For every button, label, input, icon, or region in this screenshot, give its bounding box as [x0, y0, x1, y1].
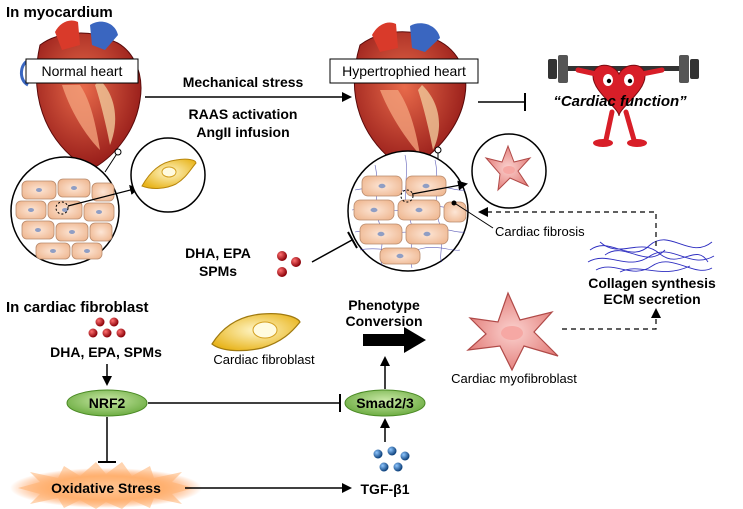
- myofibroblast-to-collagen-arrow: [562, 308, 661, 330]
- normal-heart-label: Normal heart: [42, 63, 123, 79]
- hypertrophied-heart-label: Hypertrophied heart: [342, 63, 466, 79]
- collagen-fibers-icon: [587, 239, 715, 273]
- normal-zoom-dot: [114, 148, 122, 156]
- omega3-bottom-droplets: [88, 317, 126, 338]
- phenotype-conversion-arrow: [363, 327, 426, 353]
- inhibit-fibrosis-line: [311, 239, 353, 263]
- smad-node: [344, 389, 426, 417]
- fibrotic-tissue-circle: [347, 150, 469, 272]
- fibrosis-pointer: [455, 203, 494, 229]
- cardiac-function-label: “Cardiac function”: [553, 93, 687, 110]
- inhibit-fibrosis-bar: [347, 231, 358, 249]
- nrf2-node: [66, 389, 148, 417]
- normal-heart-label-box: [25, 58, 139, 84]
- collagen-line-1: Collagen synthesis: [588, 275, 716, 291]
- normal-tissue-circle: [10, 156, 120, 266]
- phenotype-line-1: Phenotype: [348, 297, 420, 313]
- omega3-top-droplets: [277, 251, 301, 277]
- fibrosis-pointer-dot: [451, 200, 457, 206]
- tgf-label: TGF-β1: [361, 481, 410, 497]
- weightlifting-heart-icon: [548, 55, 699, 147]
- cardiac-fibroblast-cell: [211, 313, 301, 352]
- section-title-fibroblast: In cardiac fibroblast: [6, 299, 149, 316]
- hypertrophied-zoom-dot: [434, 146, 442, 154]
- nrf2-label: NRF2: [89, 395, 126, 411]
- stimuli-line-2: RAAS activation: [189, 106, 298, 122]
- fibrotic-cell-arrow: [411, 180, 468, 195]
- section-title-myocardium: In myocardium: [6, 4, 113, 21]
- cardiac-myofibroblast-label: Cardiac myofibroblast: [451, 371, 577, 386]
- cardiac-fibroblast-label: Cardiac fibroblast: [213, 352, 315, 367]
- normal-heart-illustration: [20, 20, 142, 171]
- tgf-droplets: [373, 446, 410, 472]
- myofibroblast-zoom-circle: [471, 133, 547, 209]
- stimuli-line-1: Mechanical stress: [183, 74, 304, 90]
- fibroblast-zoom-circle: [130, 137, 206, 213]
- hypertrophied-heart-illustration: [353, 22, 467, 171]
- cardiac-myofibroblast-cell: [466, 291, 559, 372]
- oxidative-stress-burst: [10, 462, 202, 509]
- omega3-bottom-label: DHA, EPA, SPMs: [50, 344, 162, 360]
- normal-zoom-line: [104, 151, 119, 173]
- collagen-line-2: ECM secretion: [603, 291, 700, 307]
- omega3-top-line-2: SPMs: [199, 263, 237, 279]
- smad-label: Smad2/3: [356, 395, 414, 411]
- collagen-to-fibrosis-arrow: [478, 207, 657, 246]
- omega3-top-line-1: DHA, EPA: [185, 245, 251, 261]
- hypertrophied-heart-label-box: [329, 58, 479, 84]
- oxidative-stress-label: Oxidative Stress: [51, 480, 161, 496]
- normal-cell-arrow: [67, 185, 140, 207]
- stimuli-line-3: AngII infusion: [196, 124, 289, 140]
- phenotype-line-2: Conversion: [345, 313, 422, 329]
- cardiac-fibrosis-label: Cardiac fibrosis: [495, 224, 585, 239]
